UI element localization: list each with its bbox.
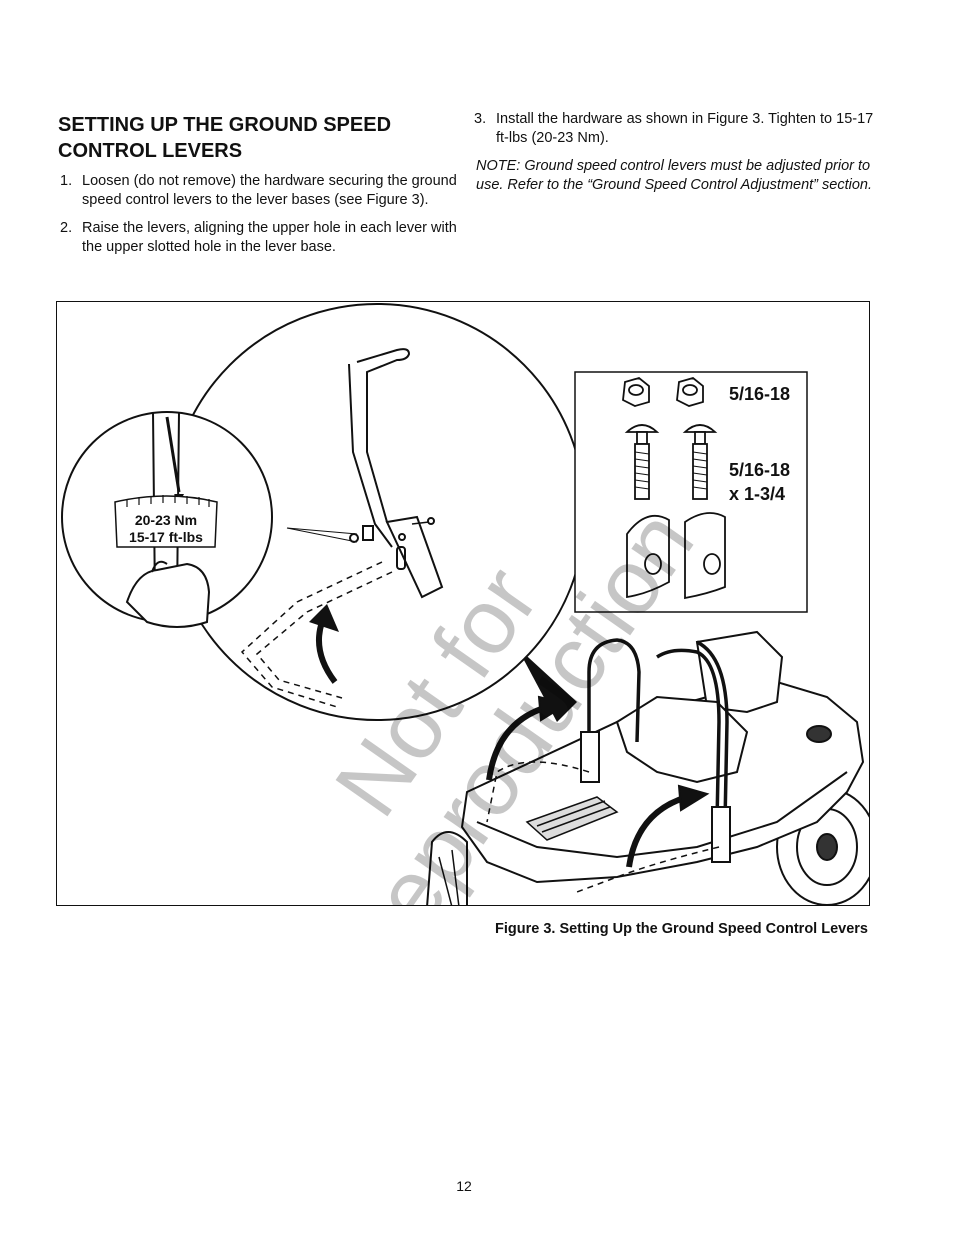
adjustment-note: NOTE: Ground speed control levers must b… <box>476 158 873 193</box>
section-title: SETTING UP THE GROUND SPEED CONTROL LEVE… <box>58 114 392 162</box>
figure-3-illustration: 20-23 Nm 15-17 ft-lbs <box>56 301 870 906</box>
torque-ftlbs-label: 15-17 ft-lbs <box>129 529 203 545</box>
torque-wrench-circle: 20-23 Nm 15-17 ft-lbs <box>61 411 273 628</box>
torque-nm-label: 20-23 Nm <box>135 512 197 528</box>
step-number: 2. <box>60 220 73 236</box>
step-text: Loosen (do not remove) the hardware secu… <box>82 173 457 208</box>
bolt-length-label: x 1-3/4 <box>729 484 785 504</box>
figure-caption: Figure 3. Setting Up the Ground Speed Co… <box>494 921 868 937</box>
hardware-inset: 5/16-18 5/16-18 x 1-3/4 <box>574 371 808 613</box>
bolt-size-label: 5/16-18 <box>729 460 790 480</box>
step-text: Install the hardware as shown in Figure … <box>496 111 874 146</box>
instruction-step: 3. Install the hardware as shown in Figu… <box>474 110 874 147</box>
step-number: 3. <box>474 111 487 127</box>
hex-nut-icon <box>622 377 704 407</box>
instruction-list-right: 3. Install the hardware as shown in Figu… <box>474 110 874 194</box>
step-number: 1. <box>60 173 73 189</box>
page-number: 12 <box>456 1178 472 1194</box>
figure-drawing: 20-23 Nm 15-17 ft-lbs <box>61 303 869 905</box>
spacer-bracket-icon <box>626 512 726 600</box>
instruction-step: 2. Raise the levers, aligning the upper … <box>60 219 460 256</box>
lever-detail-circle <box>168 303 586 722</box>
instruction-list-left: 1. Loosen (do not remove) the hardware s… <box>60 172 460 266</box>
nut-size-label: 5/16-18 <box>729 384 790 404</box>
instruction-step: 1. Loosen (do not remove) the hardware s… <box>60 172 460 209</box>
step-text: Raise the levers, aligning the upper hol… <box>82 220 457 255</box>
mower-illustration <box>426 630 869 905</box>
carriage-bolt-icon <box>624 424 718 500</box>
